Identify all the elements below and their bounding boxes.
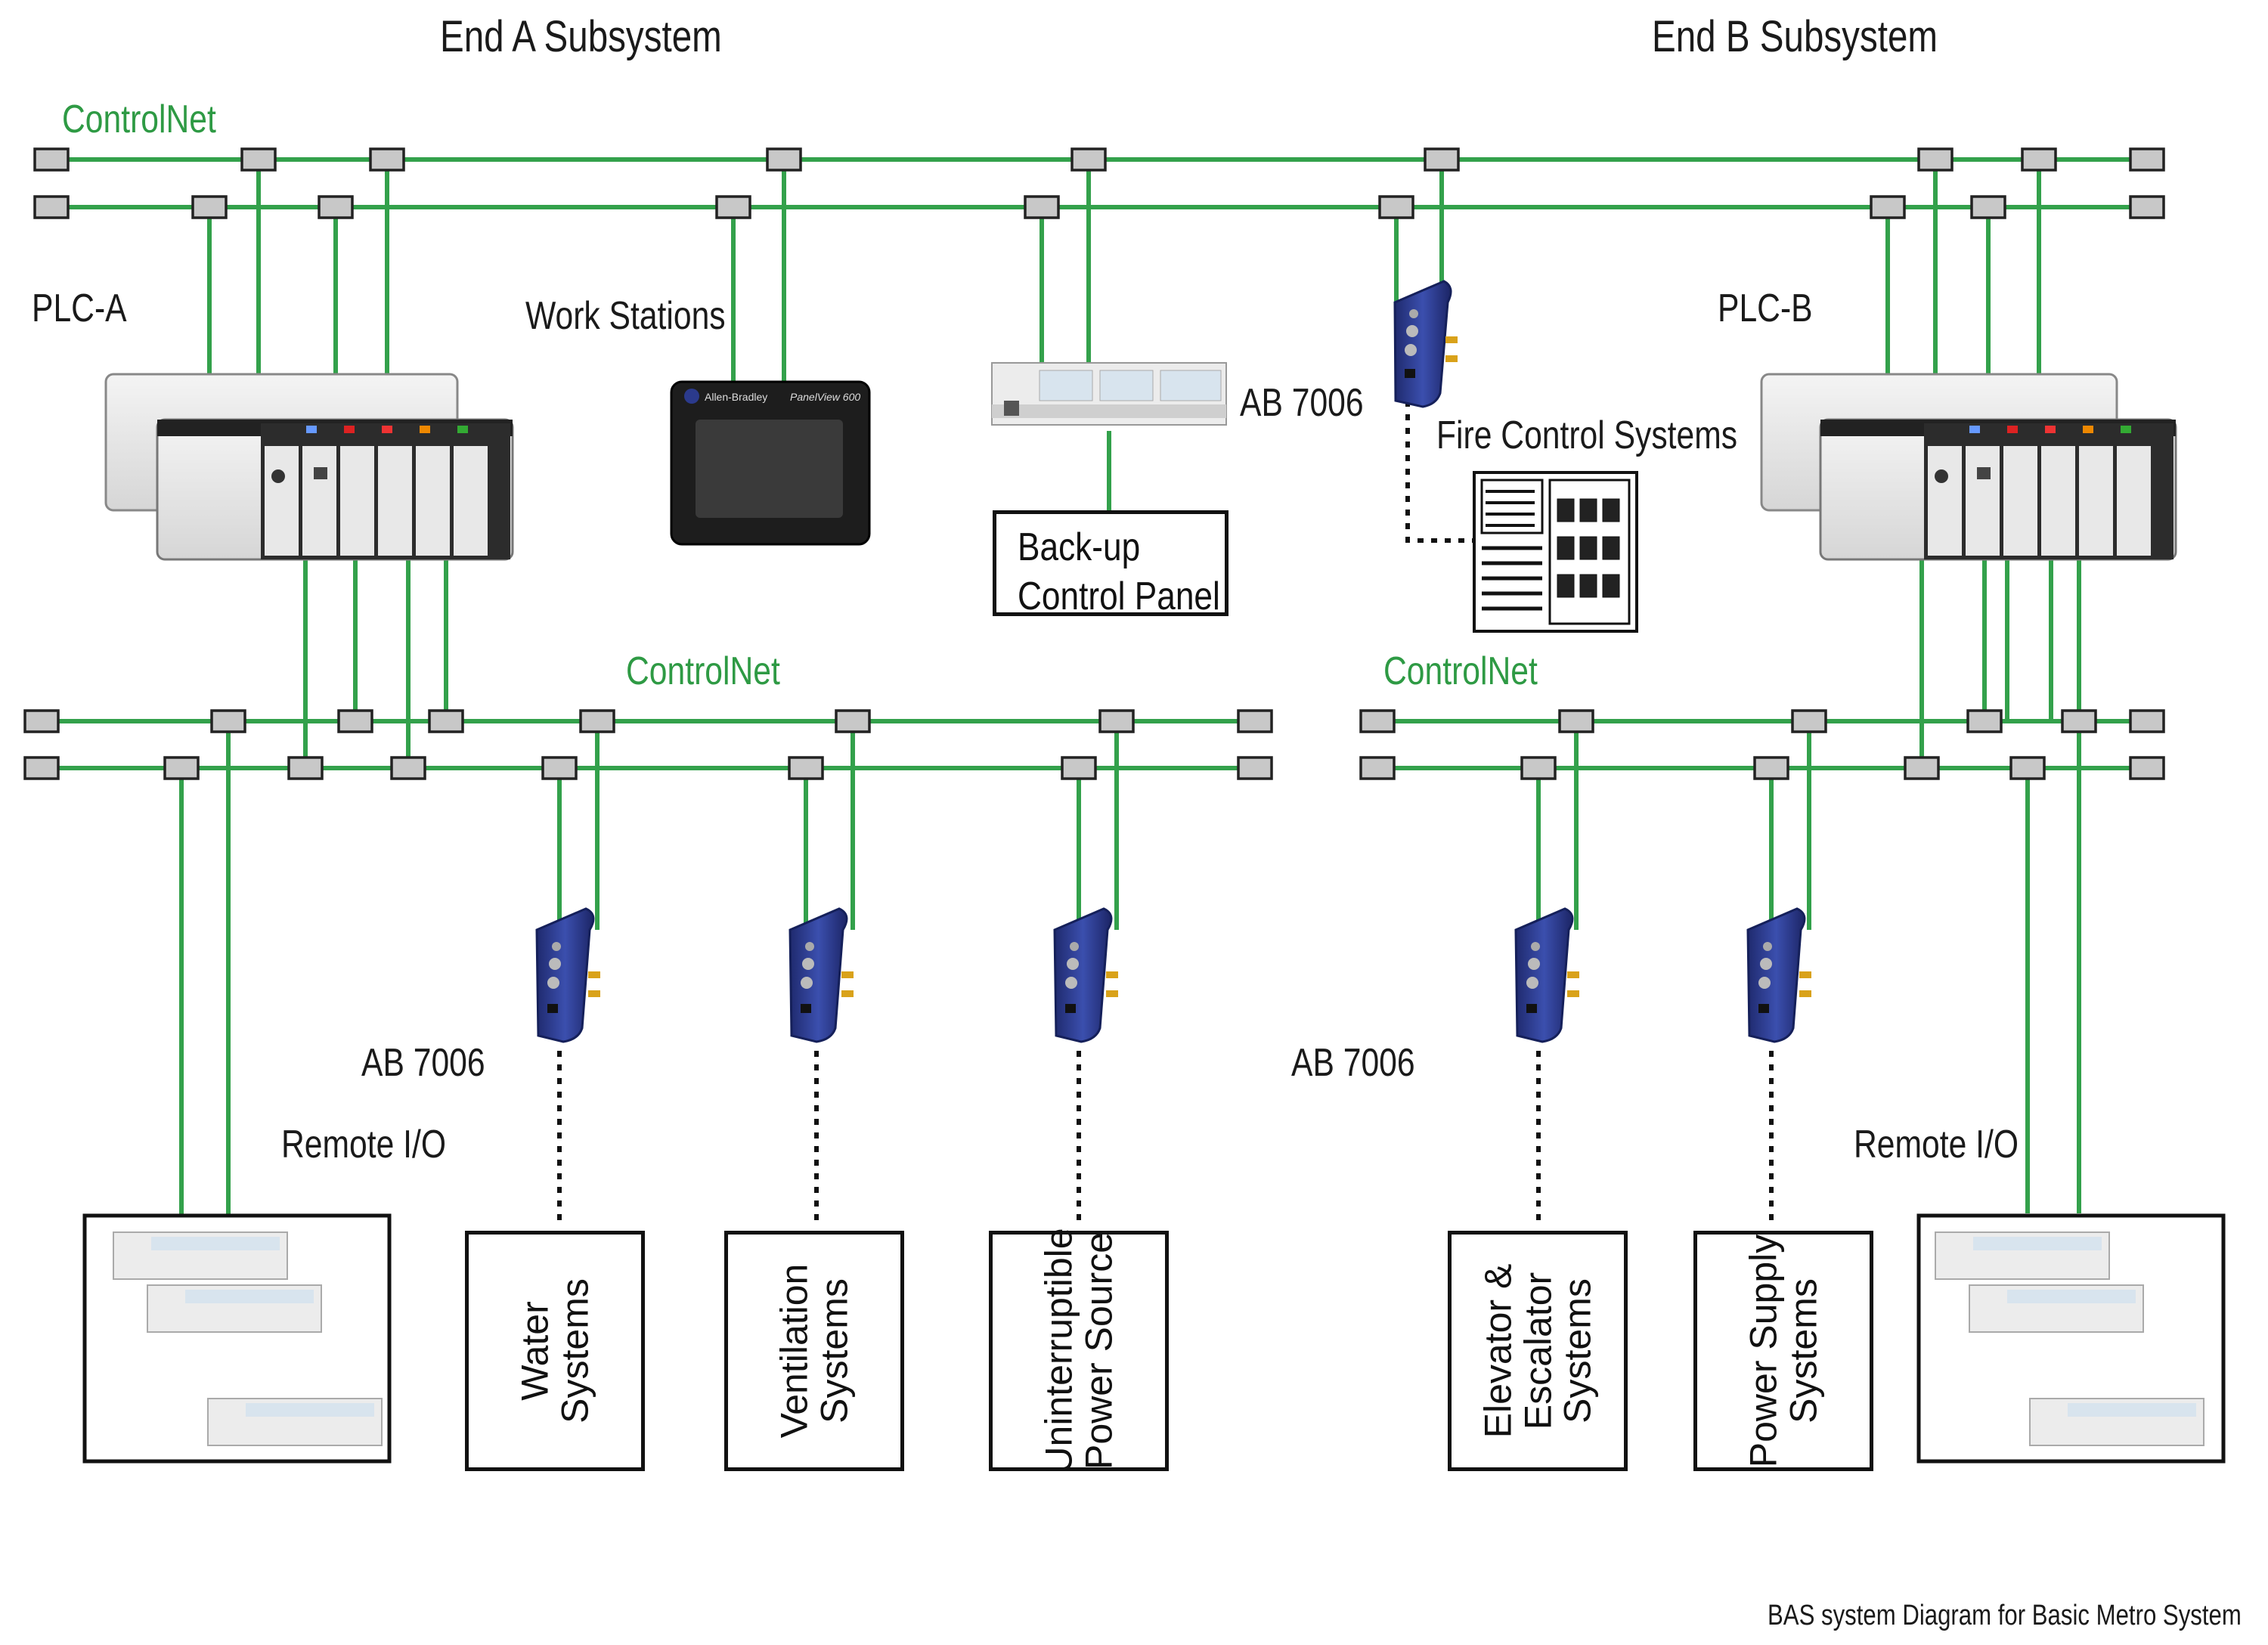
- water-systems-label: Water Systems: [513, 1278, 596, 1423]
- ventilation-systems-box: Ventilation Systems: [724, 1231, 904, 1471]
- ab7006-right-label: AB 7006: [1291, 1041, 1415, 1085]
- elevator-escalator-box: Elevator & Escalator Systems: [1448, 1231, 1628, 1471]
- fire-control-label: Fire Control Systems: [1436, 414, 1738, 457]
- controlnet-b-label: ControlNet: [1383, 649, 1538, 693]
- plc-a-label: PLC-A: [32, 287, 127, 330]
- controlnet-a-taps: [23, 709, 1273, 780]
- gateway-elevator: [1514, 907, 1579, 1043]
- controlnet-a-drops: [179, 552, 1119, 1217]
- remote-io-a-box: [82, 1213, 392, 1464]
- top-controlnet-taps: [33, 147, 2165, 219]
- ups-box: Uninterruptible Power Source: [989, 1228, 1169, 1474]
- controlnet-b-drops: [1536, 559, 2081, 1213]
- remote-io-b-box: [1916, 1213, 2226, 1464]
- remote-io-a-label: Remote I/O: [281, 1123, 447, 1166]
- panelview-terminal: Allen-Bradley PanelView 600: [670, 380, 871, 546]
- plc-b-label: PLC-B: [1718, 287, 1813, 330]
- ab7006-top-label: AB 7006: [1240, 381, 1364, 425]
- elevator-escalator-label: Elevator & Escalator Systems: [1476, 1263, 1599, 1439]
- plc-a-rack: [104, 373, 514, 561]
- serial-links: [217, 401, 2070, 1393]
- water-systems-box: Water Systems: [465, 1231, 645, 1471]
- gateway-water: [535, 907, 600, 1043]
- fire-control-panel: [1473, 471, 1638, 633]
- ab7006-left-label: AB 7006: [361, 1041, 485, 1085]
- diagram-caption: BAS system Diagram for Basic Metro Syste…: [1768, 1600, 2242, 1631]
- controlnet-top-label: ControlNet: [62, 98, 216, 141]
- gateway-fire: [1393, 280, 1458, 408]
- gateway-ventilation: [789, 907, 854, 1043]
- top-controlnet-drops: [207, 160, 2041, 510]
- controlnet-a-label: ControlNet: [626, 649, 780, 693]
- backup-control-panel-label: Back-up Control Panel: [1018, 525, 1220, 618]
- ab7006-top-module: [991, 362, 1227, 426]
- power-supply-label: Power Supply Systems: [1742, 1234, 1825, 1468]
- gateway-ups: [1053, 907, 1118, 1043]
- end-a-header: End A Subsystem: [440, 12, 722, 61]
- gateway-power-supply: [1746, 907, 1811, 1043]
- work-stations-label: Work Stations: [525, 294, 726, 338]
- backup-control-panel: Back-up Control Panel: [993, 510, 1228, 618]
- ventilation-systems-label: Ventilation Systems: [773, 1263, 856, 1439]
- power-supply-box: Power Supply Systems: [1693, 1231, 1873, 1471]
- panelview-brand: Allen-Bradley: [705, 391, 767, 403]
- end-b-header: End B Subsystem: [1652, 12, 1938, 61]
- controlnet-b-taps: [1359, 709, 2165, 780]
- plc-b-rack: [1760, 373, 2177, 561]
- ups-label: Uninterruptible Power Source: [1037, 1228, 1120, 1474]
- panelview-model: PanelView 600: [790, 391, 860, 403]
- remote-io-b-label: Remote I/O: [1854, 1123, 2019, 1166]
